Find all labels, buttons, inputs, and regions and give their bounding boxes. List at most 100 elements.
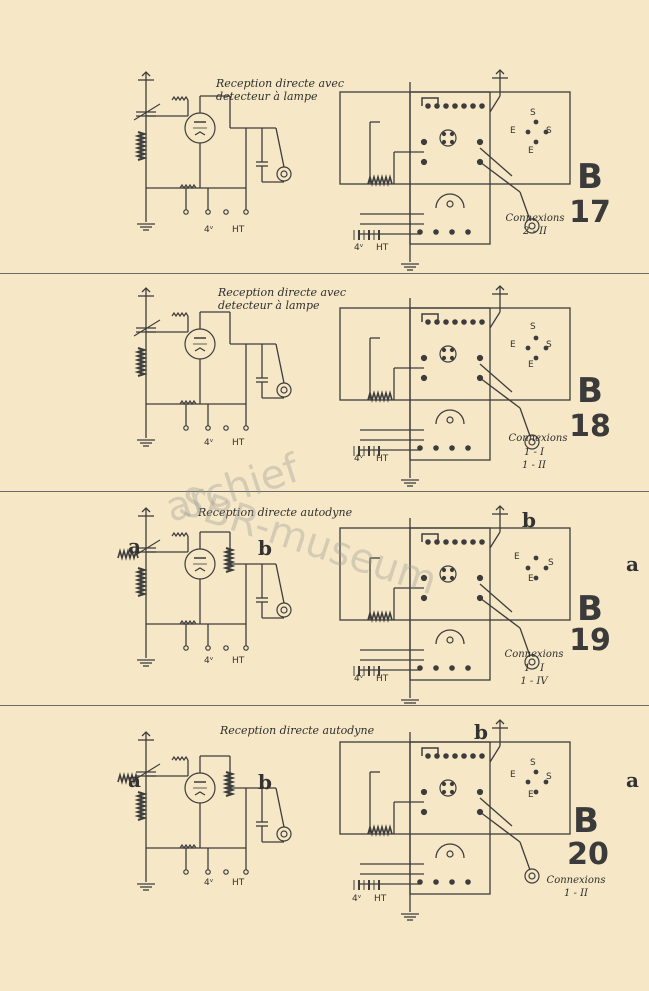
- wire: [479, 147, 513, 177]
- terminal: [243, 645, 249, 651]
- coil-b: [222, 546, 236, 574]
- dial-knob: [446, 200, 454, 208]
- socket: [533, 119, 539, 125]
- socket: [533, 335, 539, 341]
- tube-socket: [439, 129, 457, 147]
- connexions-label: Connexions: [504, 649, 564, 660]
- connexions-value: 1 - I: [523, 447, 545, 458]
- terminal: [223, 209, 229, 215]
- jack: [452, 319, 458, 325]
- wire: [479, 363, 513, 393]
- tube-filament: [194, 791, 206, 796]
- wire: [479, 583, 513, 613]
- jack: [420, 138, 428, 146]
- terminal: [205, 645, 211, 651]
- battery-4v: 4ᵛ: [354, 454, 364, 464]
- panel-b19: Reception directe autodyne a b b a B 19 …: [0, 492, 649, 704]
- antenna-arrow: [141, 287, 151, 293]
- jack: [470, 103, 476, 109]
- code-letter: B: [577, 157, 603, 197]
- terminal-4v: 4ᵛ: [204, 878, 214, 888]
- jack: [479, 319, 485, 325]
- panel-b18: Reception directe avec detecteur à lampe…: [0, 274, 649, 490]
- wire: [479, 597, 521, 629]
- schematic-b18: [133, 285, 571, 487]
- panel-plate: [409, 741, 491, 895]
- terminal: [183, 869, 189, 875]
- panel-title: Reception directe avec detecteur à lampe: [216, 77, 345, 103]
- wire: [479, 811, 521, 843]
- jack: [449, 879, 455, 885]
- pin: [441, 139, 447, 145]
- antenna-arrow: [141, 507, 151, 513]
- jack: [433, 445, 439, 451]
- jack: [443, 753, 449, 759]
- terminal-ht: HT: [232, 225, 245, 235]
- antenna-arrow: [495, 69, 505, 75]
- tube-filament: [194, 131, 206, 136]
- jack: [452, 103, 458, 109]
- headphone: [276, 602, 292, 618]
- coil-b-label-right: b: [522, 508, 536, 532]
- jack: [479, 539, 485, 545]
- socket: [533, 769, 539, 775]
- battery-4v: 4ᵛ: [352, 894, 362, 904]
- jack: [425, 753, 431, 759]
- jack: [420, 354, 428, 362]
- switch-bracket: [421, 533, 439, 542]
- board-coil: [367, 610, 393, 623]
- headphone: [276, 826, 292, 842]
- connexions-value: 1 - I: [523, 663, 545, 674]
- panel-title: Reception directe autodyne: [220, 724, 375, 737]
- socket-s-2: S: [546, 772, 552, 782]
- jack: [461, 103, 467, 109]
- terminal-4v: 4ᵛ: [204, 656, 214, 666]
- pin: [449, 347, 455, 353]
- wire: [479, 161, 521, 193]
- coil-a: [117, 772, 139, 785]
- switch-bracket: [421, 97, 439, 106]
- board-coil: [367, 174, 393, 187]
- antenna-arrow: [141, 731, 151, 737]
- jack: [425, 103, 431, 109]
- coil-a-label-right: a: [626, 552, 639, 576]
- jack: [465, 445, 471, 451]
- socket: [543, 565, 549, 571]
- jack: [420, 574, 428, 582]
- wire: [519, 627, 531, 657]
- dial-knob: [446, 416, 454, 424]
- jack: [470, 319, 476, 325]
- jack: [449, 229, 455, 235]
- socket-e: E: [510, 126, 516, 136]
- socket-s: S: [530, 758, 536, 768]
- antenna-arrow: [141, 71, 151, 77]
- terminal: [205, 869, 211, 875]
- battery-ht: HT: [376, 454, 389, 464]
- dial: [435, 193, 465, 209]
- pin: [449, 781, 455, 787]
- pin: [441, 347, 447, 353]
- socket: [525, 345, 531, 351]
- socket: [533, 139, 539, 145]
- antenna-arrow: [495, 285, 505, 291]
- coil-a-label: a: [128, 534, 141, 558]
- terminal: [243, 209, 249, 215]
- wire: [489, 311, 501, 329]
- pin: [449, 131, 455, 137]
- connexions-label: Connexions: [508, 433, 568, 444]
- code-letter: B: [577, 589, 603, 629]
- connexions-value: 1 - II: [522, 460, 546, 471]
- code-letter: B: [577, 371, 603, 411]
- code-number: 19: [569, 623, 611, 658]
- dial: [435, 843, 465, 859]
- dial-knob: [446, 636, 454, 644]
- jack: [476, 788, 484, 796]
- divider: [0, 491, 649, 492]
- jack: [465, 665, 471, 671]
- coil-a-label-right: a: [626, 768, 639, 792]
- socket-s-2: S: [546, 126, 552, 136]
- switch-bracket: [421, 313, 439, 322]
- wire: [275, 787, 285, 828]
- socket-s: S: [530, 108, 536, 118]
